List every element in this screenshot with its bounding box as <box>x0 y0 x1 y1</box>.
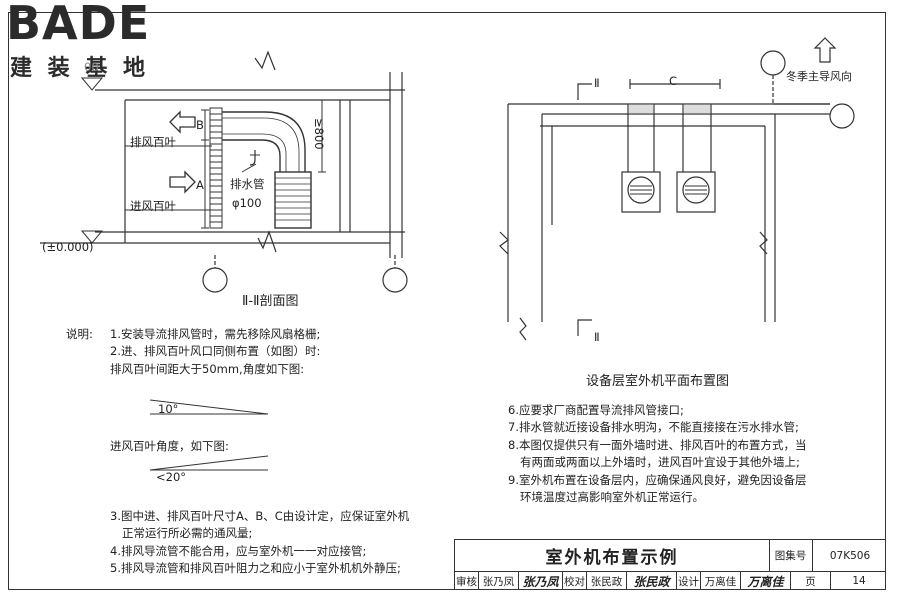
plan-dim-c: C <box>669 74 678 88</box>
label-dim-b: B <box>196 118 204 132</box>
title-block: 室外机布置示例 图集号 07K506 审核 张乃凤 张乃凤 校对 张民政 张民政… <box>454 539 886 590</box>
label-exhaust-louver: 排风百叶 <box>130 135 176 149</box>
atlas-label: 图集号 <box>769 540 813 571</box>
note-line: 环境温度过高影响室外机正常运行。 <box>520 489 704 504</box>
title-block-row-1: 室外机布置示例 图集号 07K506 <box>455 540 886 572</box>
notes-right-block: 6.应要求厂商配置导流排风管接口; 7.排水管就近接设备排水明沟，不能直接接在污… <box>508 402 806 506</box>
section-drawing <box>40 50 408 293</box>
note-line: 8.本图仅提供只有一面外墙时进、排风百叶的布置方式，当 <box>508 437 807 452</box>
notes-left-block-1: 1.安装导流排风管时，需先移除风扇格栅; 2.进、排风百叶风口同侧布置（如图）时… <box>110 326 320 378</box>
angle-diagrams <box>149 399 269 471</box>
notes-left-block-2: 3.图中进、排风百叶尺寸A、B、C由设计定，应保证室外机 正常运行所必需的通风量… <box>110 508 409 578</box>
note-line: 2.进、排风百叶风口同侧布置（如图）时: <box>110 344 321 359</box>
plan-drawing <box>499 37 855 341</box>
review-label: 审核 <box>455 572 479 590</box>
plan-title: 设备层室外机平面布置图 <box>586 374 730 389</box>
wind-direction-label: 冬季主导风向 <box>786 70 852 83</box>
note-line: 4.排风导流管不能合用，应与室外机一一对应接管; <box>110 543 367 558</box>
note-line: 6.应要求厂商配置导流排风管接口; <box>508 403 684 417</box>
notes-lead: 说明: <box>66 327 93 341</box>
sheet-frame <box>8 12 886 590</box>
angle-exhaust: 10° <box>158 402 179 416</box>
note-line: 1.安装导流排风管时，需先移除风扇格栅; <box>110 327 321 341</box>
label-drain-diameter: φ100 <box>232 196 262 210</box>
note-line: 9.室外机布置在设备层内，应确保通风良好，避免因设备层 <box>508 472 807 487</box>
atlas-number: 07K506 <box>829 549 871 562</box>
reviewer-signature: 张乃凤 <box>519 572 563 590</box>
section-title: Ⅱ-Ⅱ剖面图 <box>242 294 299 309</box>
elevation-label: (±0.000) <box>42 240 94 254</box>
logo-brand: BADE <box>6 0 151 50</box>
plan-section-mark-bottom: Ⅱ <box>594 330 600 344</box>
checker-name: 张民政 <box>587 572 627 590</box>
note-line: 3.图中进、排风百叶尺寸A、B、C由设计定，应保证室外机 <box>110 509 410 523</box>
note-line: 排风百叶间距大于50mm,角度如下图: <box>110 361 305 376</box>
designer-name: 万离佳 <box>701 572 741 590</box>
drawing-title: 室外机布置示例 <box>455 540 770 571</box>
note-line: 有两面或两面以上外墙时，进风百叶宜设于其他外墙上; <box>520 455 800 470</box>
hidden-elevation: 00 <box>84 60 99 74</box>
page-number: 14 <box>852 575 866 587</box>
plan-section-mark-top: Ⅱ <box>594 76 600 90</box>
label-dim-a: A <box>196 178 204 192</box>
reviewer-name: 张乃凤 <box>479 572 519 590</box>
intake-angle-title: 进风百叶角度，如下图: <box>110 439 229 453</box>
angle-intake: <20° <box>156 470 187 484</box>
label-dim-800: ≥800 <box>312 118 326 150</box>
note-line: 正常运行所必需的通风量; <box>122 526 253 541</box>
design-label: 设计 <box>677 572 701 590</box>
check-label: 校对 <box>563 572 587 590</box>
brand-logo: BADE 建 装 基 地 <box>4 0 179 82</box>
label-intake-louver: 进风百叶 <box>130 199 176 213</box>
note-line: 7.排水管就近接设备排水明沟，不能直接接在污水排水管; <box>508 420 799 435</box>
checker-signature: 张民政 <box>627 572 677 590</box>
page-label: 页 <box>791 572 831 590</box>
note-line: 5.排风导流管和排风百叶阻力之和应小于室外机机外静压; <box>110 561 401 576</box>
label-drain-pipe: 排水管 <box>230 177 265 191</box>
title-block-row-2: 审核 张乃凤 张乃凤 校对 张民政 张民政 设计 万离佳 万离佳 页 14 <box>455 572 886 590</box>
designer-signature: 万离佳 <box>741 572 791 590</box>
logo-subtitle: 建 装 基 地 <box>10 56 149 81</box>
